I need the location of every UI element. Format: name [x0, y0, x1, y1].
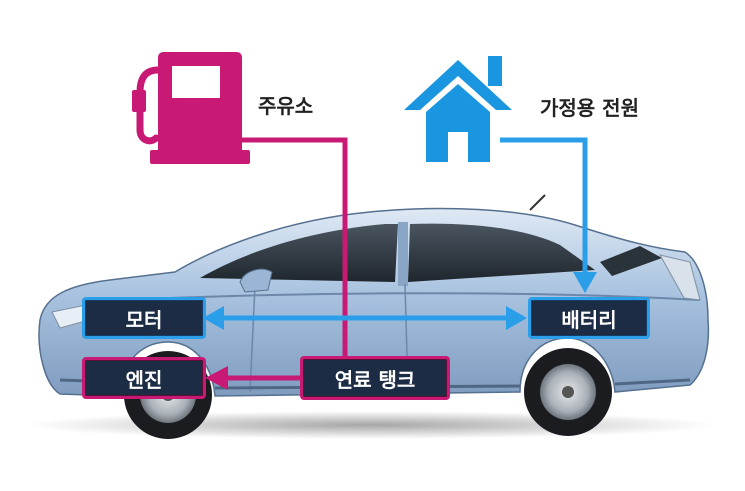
fuel-line-station-to-tank [242, 137, 348, 360]
electric-flow-lines [218, 137, 588, 321]
car [38, 194, 710, 397]
arrow-to-engine [205, 366, 228, 390]
fuel-tank-box: 연료 탱크 [300, 356, 450, 400]
arrow-to-battery [506, 306, 527, 330]
car-taillight [659, 254, 701, 301]
car-window-front [200, 224, 398, 282]
engine-box: 엔진 [82, 357, 206, 399]
rear-wheel [524, 348, 612, 436]
car-window-rear [408, 223, 595, 282]
fuel-flow-lines [225, 137, 348, 381]
car-mirror [239, 268, 273, 293]
home-power-label: 가정용 전원 [540, 96, 639, 120]
car-shadow [25, 411, 715, 439]
house-icon [404, 56, 512, 162]
gas-station-label: 주유소 [258, 94, 314, 118]
motor-box: 모터 [82, 297, 206, 339]
arrow-to-motor [203, 306, 224, 330]
arrow-to-battery-down [573, 272, 597, 293]
battery-box: 배터리 [528, 297, 650, 339]
power-line-home-to-battery [500, 137, 588, 275]
car-window-quarter [600, 246, 662, 276]
fuel-pump-icon [132, 52, 250, 164]
